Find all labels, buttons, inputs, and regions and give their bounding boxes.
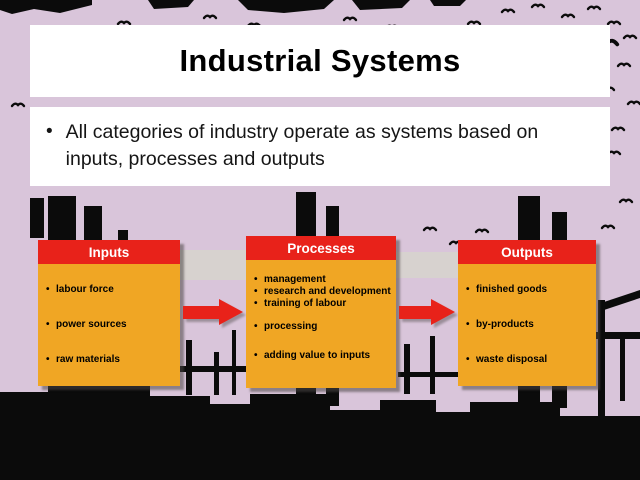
flow-arrow-processes-to-outputs [399,299,455,325]
arrow-head [219,299,243,325]
bullet-marker: • [46,121,53,142]
bullet-line: • All categories of industry operate as … [46,119,580,173]
list-item: research and development [254,286,394,297]
processes-body: management research and development trai… [246,260,396,388]
processes-header: Processes [246,236,396,260]
list-item: management [254,274,394,285]
list-item: training of labour [254,298,394,309]
list-item: waste disposal [466,354,592,365]
list-item: adding value to inputs [254,350,394,361]
list-item: labour force [46,284,176,295]
slide-title: Industrial Systems [179,43,461,78]
title-box: Industrial Systems [30,25,610,97]
rooftop-silhouettes [0,0,466,14]
scan-paper-patches [180,250,458,280]
arrow-shaft [183,305,219,319]
bullet-text: All categories of industry operate as sy… [65,121,539,170]
list-item: raw materials [46,354,176,365]
outputs-list: finished goods by-products waste disposa… [466,284,592,365]
outputs-body: finished goods by-products waste disposa… [458,264,596,386]
list-item: processing [254,321,394,332]
bullet-text-box: • All categories of industry operate as … [30,107,610,186]
dock-crane [574,290,640,422]
list-item: finished goods [466,284,592,295]
arrow-head [431,299,455,325]
flow-arrow-inputs-to-processes [183,299,243,325]
list-item: power sources [46,319,176,330]
outputs-box: Outputs finished goods by-products waste… [458,240,596,386]
inputs-list: labour force power sources raw materials [46,284,176,365]
skyline-mass [0,384,640,480]
processes-box: Processes management research and develo… [246,236,396,388]
machinery-silhouettes [180,330,458,395]
inputs-box: Inputs labour force power sources raw ma… [38,240,180,386]
arrow-shaft [399,305,431,319]
inputs-body: labour force power sources raw materials [38,264,180,386]
processes-list: management research and development trai… [254,274,394,361]
outputs-header: Outputs [458,240,596,264]
list-item: by-products [466,319,592,330]
inputs-header: Inputs [38,240,180,264]
